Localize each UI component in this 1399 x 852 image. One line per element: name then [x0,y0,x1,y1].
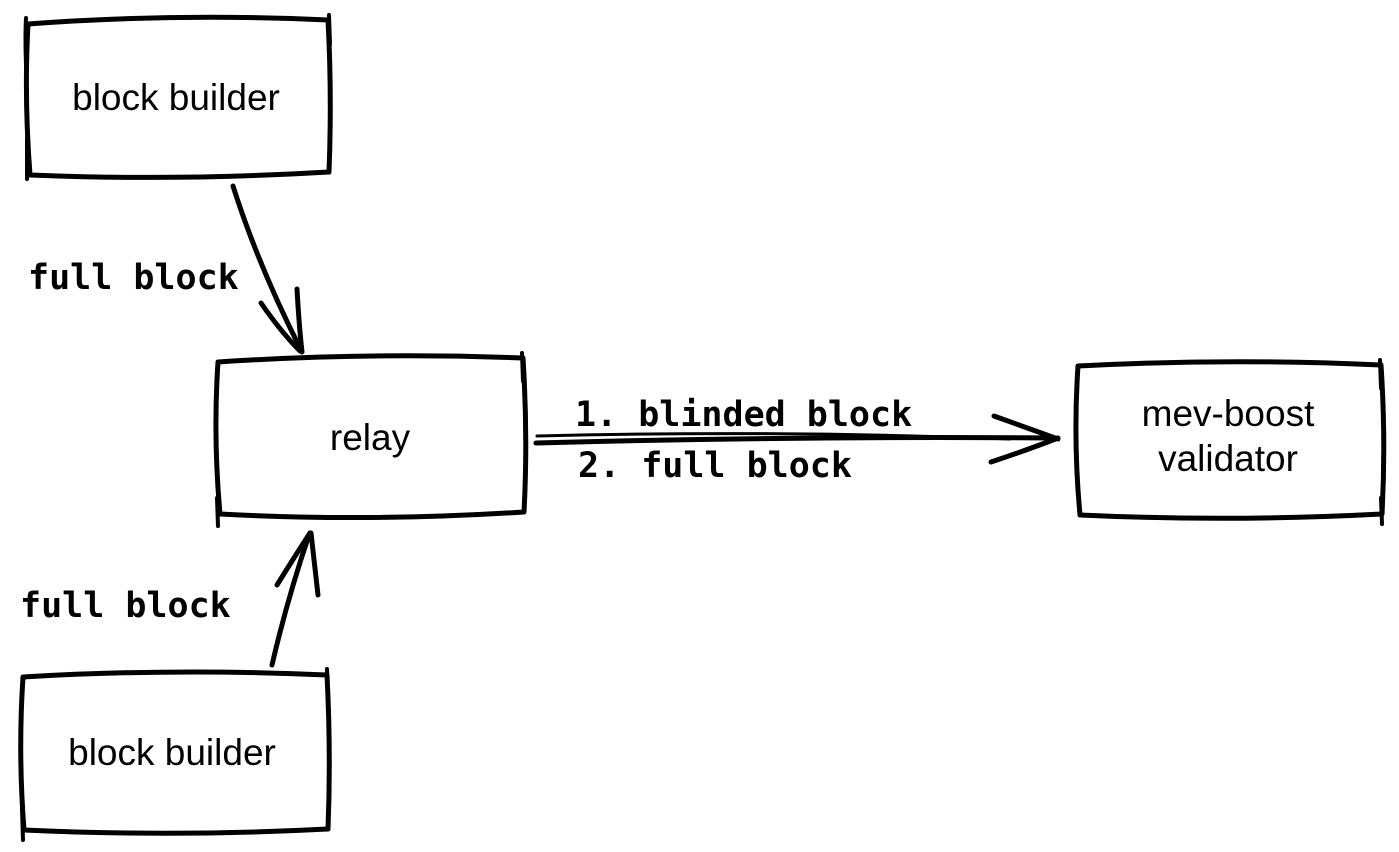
node-block-builder-bottom: block builder [18,667,332,842]
edge-right-arrowhead [988,413,1061,465]
relay-outline-accent [215,351,525,528]
node-mev-boost-validator: mev-boost validator [1073,358,1387,526]
edge-top-arrowhead [258,286,305,355]
edge-top-shaft [230,183,304,353]
edge-relay-to-validator: 1. blinded block 2. full block [533,395,1061,486]
edge-bottom-shaft [269,532,312,668]
block-builder-top-outline-accent [23,13,332,181]
block-builder-bottom-outline [18,669,332,836]
relay-outline [213,353,529,521]
edge-bottom-arrowhead [274,530,321,598]
edge-top-builder-to-relay: full block [28,183,305,355]
validator-outline-accent [1378,358,1384,526]
edge-right-shaft [533,435,1059,446]
validator-label-line1: mev-boost [1142,393,1315,434]
relay-label: relay [330,417,411,458]
edge-right-label-line1: 1. blinded block [575,395,912,435]
block-builder-top-label: block builder [72,77,280,118]
edge-bottom-label: full block [20,586,231,626]
edge-top-label: full block [28,258,239,298]
validator-label-line2: validator [1158,438,1298,479]
edge-bottom-builder-to-relay: full block [20,530,321,668]
block-builder-bottom-outline-accent [20,667,330,842]
node-block-builder-top: block builder [23,13,333,181]
node-relay: relay [213,351,529,528]
block-builder-bottom-label: block builder [68,732,276,773]
edge-right-label-line2: 2. full block [578,446,852,486]
